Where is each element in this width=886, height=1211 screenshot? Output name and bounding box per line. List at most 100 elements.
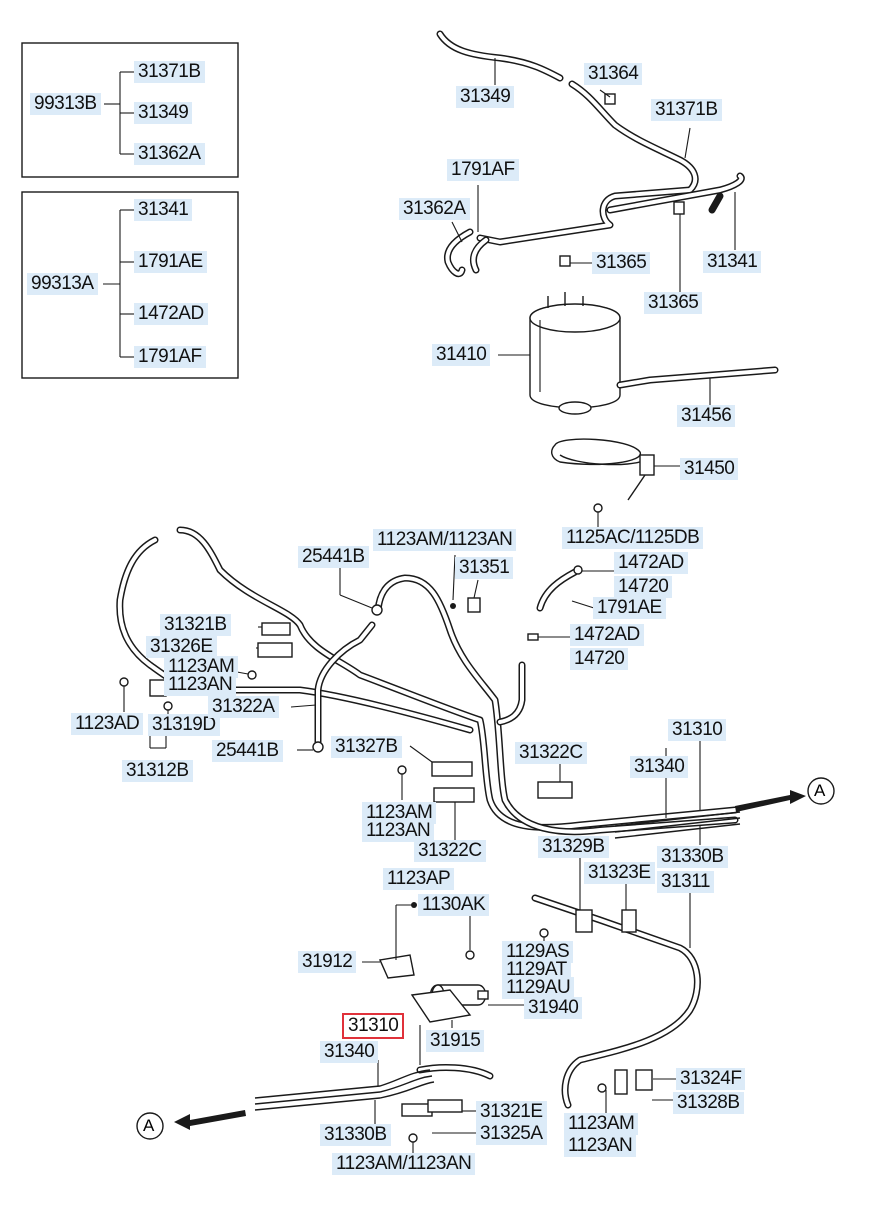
callout-31311: 31311: [657, 871, 714, 893]
hose-31322C-pipe: [496, 661, 526, 726]
callout-1472AD-b: 1472AD: [570, 624, 644, 646]
fuel-line-main: [176, 526, 739, 831]
callout-31915: 31915: [426, 1030, 485, 1052]
bolt-1130AK: [465, 950, 475, 960]
callout-1129AS: 1129AS: [502, 941, 574, 963]
kit-child-31362A: 31362A: [134, 143, 205, 165]
callout-31371B: 31371B: [651, 99, 722, 121]
callout-31310-bot-highlighted: 31310: [341, 1013, 405, 1039]
callout-31456: 31456: [677, 405, 736, 427]
clip-31327B: [431, 761, 473, 777]
clamp-25441B-bot: [312, 741, 324, 753]
pipes-to-A-right: [614, 811, 741, 839]
callout-31328B: 31328B: [673, 1092, 744, 1114]
callout-31324F: 31324F: [676, 1068, 746, 1090]
callout-31349: 31349: [456, 86, 515, 108]
kit-child-1791AF: 1791AF: [134, 346, 206, 368]
bolt-1123AM-bot: [408, 1133, 418, 1143]
hose-upper-arch: [374, 574, 739, 836]
callout-31912: 31912: [298, 951, 357, 973]
hose-31349: [436, 30, 564, 82]
callout-1123AM-b: 1123AM: [362, 802, 437, 824]
kit-parent-99313B: 99313B: [30, 93, 101, 115]
clamp-1472AD-a: [573, 565, 583, 575]
callout-1123AM-1123AN-bot: 1123AM/1123AN: [332, 1153, 476, 1175]
callout-1129AU: 1129AU: [502, 977, 575, 999]
bracket-31915: [410, 989, 472, 1023]
callout-1472AD-a: 1472AD: [614, 552, 688, 574]
bolt-1123AM-b: [397, 765, 407, 775]
pipes-to-A-left: [254, 1069, 435, 1111]
kit-child-1791AE: 1791AE: [134, 251, 207, 273]
clip-31322C-top: [537, 781, 573, 799]
callout-31327B: 31327B: [331, 736, 402, 758]
callout-31312B: 31312B: [122, 760, 193, 782]
callout-1123AD: 1123AD: [71, 713, 144, 735]
hose-31341: [606, 172, 745, 214]
callout-1123AM-a: 1123AM: [164, 656, 239, 678]
bolt-1123AM-c: [597, 1083, 607, 1093]
bolt-1123AM-a: [247, 670, 257, 680]
kit-child-31349: 31349: [134, 102, 193, 124]
bracket-31450: [551, 438, 655, 513]
connector-A-right-circle: [807, 777, 835, 805]
callout-31330B-bot: 31330B: [320, 1124, 391, 1146]
clip-31364: [604, 93, 616, 105]
hose-1791AE: [536, 568, 579, 612]
callout-31323E: 31323E: [584, 862, 655, 884]
callout-31322C-top: 31322C: [515, 742, 587, 764]
callout-31322C-bot: 31322C: [414, 840, 486, 862]
clip-31351: [467, 597, 481, 613]
nut-31319D: [163, 701, 173, 711]
kit-box-99313A: [21, 191, 239, 379]
clip-31323E: [621, 909, 637, 933]
callout-31330B-top: 31330B: [657, 846, 728, 868]
kit-parent-99313A: 99313A: [27, 273, 98, 295]
clip-31365-right: [673, 201, 685, 215]
callout-31325A: 31325A: [476, 1123, 547, 1145]
hose-lower-left: [416, 1064, 494, 1080]
kit-child-1472AD: 1472AD: [134, 303, 208, 325]
callout-1123AM-1123AN-top: 1123AM/1123AN: [373, 529, 517, 551]
callout-1791AE: 1791AE: [593, 597, 666, 619]
arrow-to-A-right: [735, 790, 806, 812]
callout-14720-a: 14720: [614, 576, 673, 598]
clamp-25441B-top: [371, 604, 383, 616]
callout-14720-b: 14720: [570, 648, 629, 670]
callout-31326E: 31326E: [146, 636, 217, 658]
kit-box-99313B: [21, 42, 239, 178]
callout-31365-right: 31365: [644, 292, 703, 314]
callout-31351: 31351: [455, 557, 514, 579]
callout-1123AP: 1123AP: [383, 868, 455, 890]
kit-child-31371B: 31371B: [134, 61, 205, 83]
callout-31310-top: 31310: [668, 719, 727, 741]
callout-31365-left: 31365: [592, 252, 651, 274]
connector-A-left-circle: [136, 1112, 164, 1140]
bolt-1123AM-top: [450, 603, 456, 609]
callout-1123AN-c: 1123AN: [564, 1135, 637, 1157]
kit-tree-lines-2: [103, 209, 134, 358]
callout-31410: 31410: [432, 344, 491, 366]
arrow-to-A-left: [174, 1110, 246, 1130]
callout-1123AN-a: 1123AN: [164, 674, 237, 696]
clip-31326E: [257, 642, 293, 658]
callout-31321B: 31321B: [160, 614, 231, 636]
callout-31329B: 31329B: [538, 836, 609, 858]
clip-31322C-bot: [433, 787, 475, 803]
connector-A-left: A: [143, 1116, 155, 1135]
bolt-1123AD: [119, 677, 129, 687]
hose-31362A: [443, 228, 490, 278]
clip-31365-left: [559, 255, 571, 267]
hose-31456: [616, 366, 779, 389]
fuel-line-left: [116, 536, 474, 734]
callout-31362A: 31362A: [399, 198, 470, 220]
callout-31340-bot: 31340: [320, 1041, 379, 1063]
callout-31340-top: 31340: [630, 756, 689, 778]
clip-31321E: [427, 1099, 463, 1113]
clip-31328B: [635, 1069, 653, 1091]
callout-31321E: 31321E: [476, 1101, 547, 1123]
callout-31319D: 31319D: [148, 714, 220, 736]
callout-1125AC-1125DB: 1125AC/1125DB: [562, 527, 704, 549]
